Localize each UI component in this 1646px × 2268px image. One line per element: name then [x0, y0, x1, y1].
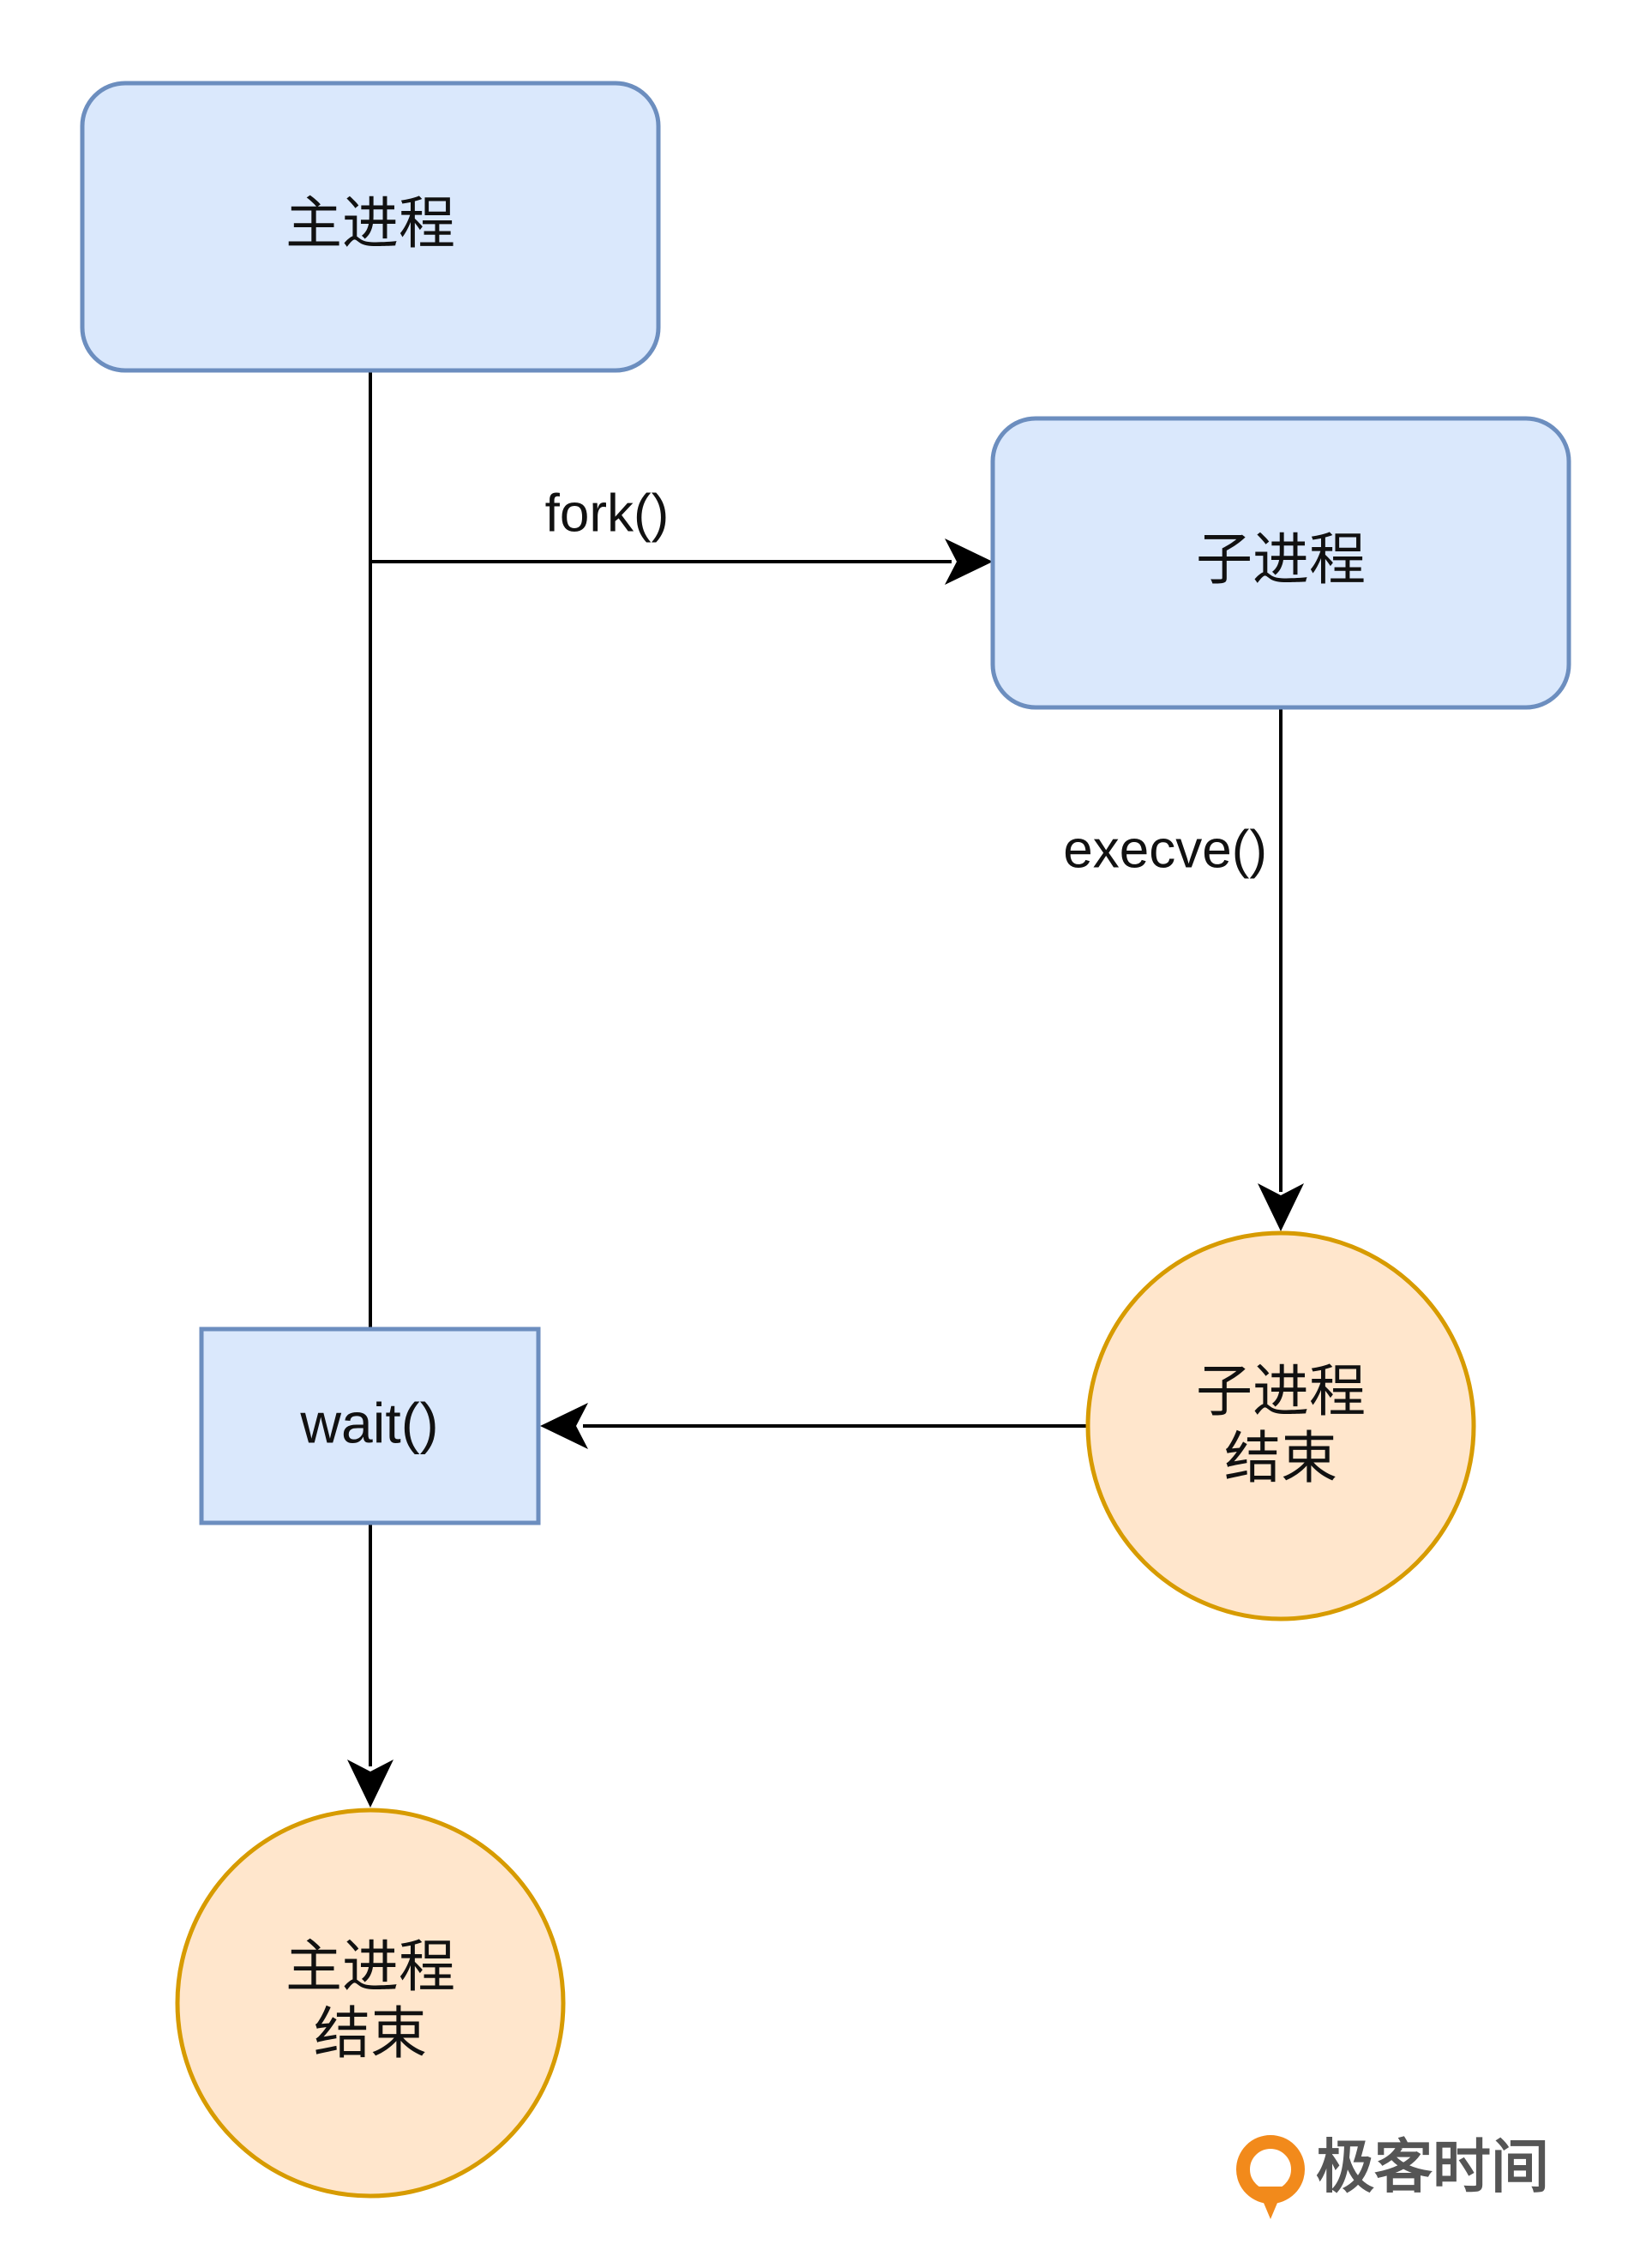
- execve-arrowhead: [1258, 1183, 1304, 1231]
- connectors: [347, 370, 1304, 1808]
- child-end-label-line1: 子进程: [1196, 1358, 1366, 1424]
- child-process-label: 子进程: [1196, 526, 1366, 593]
- child-process-box: [990, 416, 1571, 710]
- main-end-circle: [175, 1808, 566, 2199]
- main-end-label-line2: 结束: [314, 2000, 427, 2066]
- main-end-arrowhead: [347, 1760, 393, 1808]
- main-process-box: [80, 81, 661, 373]
- child-end-label-line2: 结束: [1224, 1425, 1337, 1491]
- main-end-node: 主进程 结束: [175, 1808, 566, 2199]
- wait-box: [199, 1327, 541, 1525]
- main-process-label: 主进程: [285, 190, 455, 256]
- fork-label: fork(): [545, 484, 670, 543]
- execve-label: execve(): [1063, 820, 1267, 879]
- child-end-node: 子进程 结束: [1085, 1230, 1476, 1621]
- wait-arrowhead: [540, 1403, 588, 1449]
- wait-label: wait(): [299, 1391, 438, 1454]
- fork-arrowhead: [945, 538, 993, 585]
- brand-watermark: 极客时间: [1236, 2134, 1549, 2219]
- child-end-circle: [1085, 1230, 1476, 1621]
- brand-name: 极客时间: [1316, 2134, 1549, 2202]
- wait-node: wait(): [199, 1327, 541, 1525]
- brand-logo-icon: [1236, 2135, 1305, 2219]
- main-process-node: 主进程: [80, 81, 661, 373]
- child-process-node: 子进程: [990, 416, 1571, 710]
- main-end-label-line1: 主进程: [285, 1934, 455, 2000]
